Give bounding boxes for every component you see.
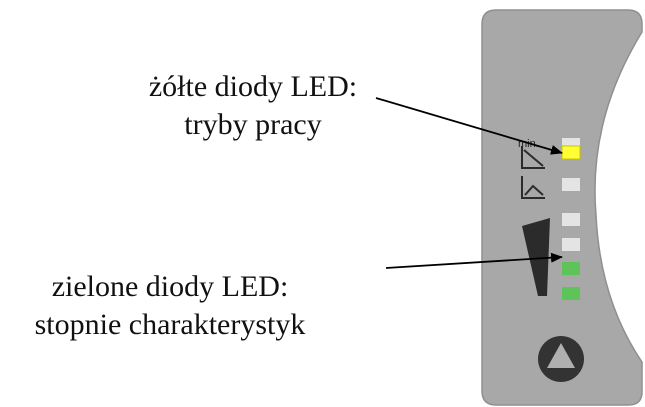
variable-curve-icon — [521, 176, 545, 199]
led-stage-2 — [562, 238, 580, 251]
green-leds-annotation: zielone diody LED: stopnie charakterysty… — [0, 268, 340, 344]
speed-stage-wedge — [522, 218, 550, 296]
yellow-leds-arrow — [375, 97, 563, 155]
led-stage-1b — [562, 287, 580, 300]
constant-curve-icon — [521, 146, 545, 169]
up-triangle-icon — [547, 343, 575, 368]
green-leds-arrow — [385, 252, 563, 269]
led-stage-3 — [562, 213, 580, 226]
green-leds-subtitle: stopnie charakterystyk — [34, 308, 306, 341]
yellow-leds-title: żółte diody LED: — [148, 70, 358, 103]
led-mode-1 — [561, 145, 581, 160]
control-panel — [481, 9, 643, 406]
led-stage-1a — [562, 262, 580, 275]
led-mode-2 — [562, 178, 580, 191]
green-leds-title: zielone diody LED: — [51, 270, 289, 303]
yellow-leds-subtitle: tryby pracy — [184, 108, 322, 141]
yellow-leds-annotation: żółte diody LED: tryby pracy — [118, 68, 388, 144]
